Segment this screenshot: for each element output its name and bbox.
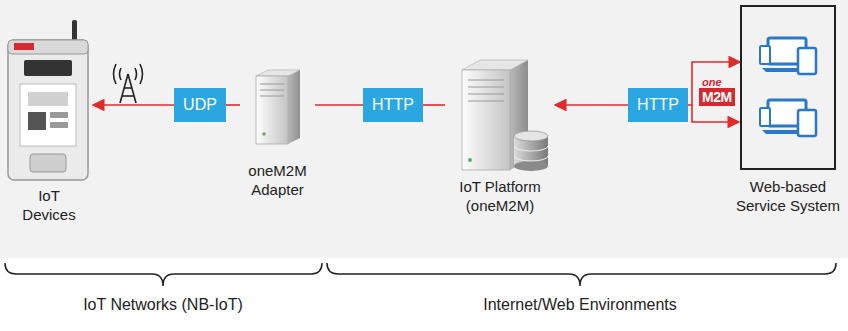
logo-text: one: [702, 76, 722, 88]
service-system-box: Web-based Service System: [740, 5, 836, 225]
branch-line: [692, 105, 739, 122]
group-label: Internet/Web Environments: [483, 296, 677, 314]
node-label: UDP: [183, 96, 217, 114]
platform-node: IoT Platform (oneM2M): [445, 58, 555, 223]
logo-text: M2M: [699, 88, 735, 106]
node-label: HTTP: [372, 96, 414, 114]
system-frame: [740, 5, 836, 170]
connector-line: [315, 104, 363, 106]
protocol-box: UDP: [174, 88, 226, 122]
group-label: IoT Networks (NB-IoT): [83, 296, 243, 314]
server-icon: [256, 70, 300, 144]
node-label: oneM2M Adapter: [240, 162, 315, 200]
protocol-box: HTTP: [628, 88, 688, 122]
connector-line: [93, 104, 174, 106]
connector-line: [226, 104, 240, 106]
device-node: IoT Devices: [5, 22, 93, 232]
client-devices-icon: [760, 38, 816, 74]
server-node: oneM2M Adapter: [240, 70, 315, 210]
bracket: [327, 263, 836, 286]
antenna-symbol: [114, 64, 143, 103]
connector-line: [688, 62, 740, 105]
bracket: [5, 263, 322, 286]
client-devices-icon: [760, 100, 816, 136]
node-label: Web-based Service System: [728, 178, 848, 216]
node-label: IoT Platform (oneM2M): [445, 178, 555, 216]
gas-meter-icon: [8, 20, 88, 180]
node-label: IoT Devices: [14, 187, 84, 225]
connector-line: [555, 104, 628, 106]
node-label: HTTP: [637, 96, 679, 114]
background-panel: [0, 0, 848, 258]
database-icon: [514, 131, 548, 171]
connector-line: [423, 104, 445, 106]
protocol-box: HTTP: [363, 88, 423, 122]
